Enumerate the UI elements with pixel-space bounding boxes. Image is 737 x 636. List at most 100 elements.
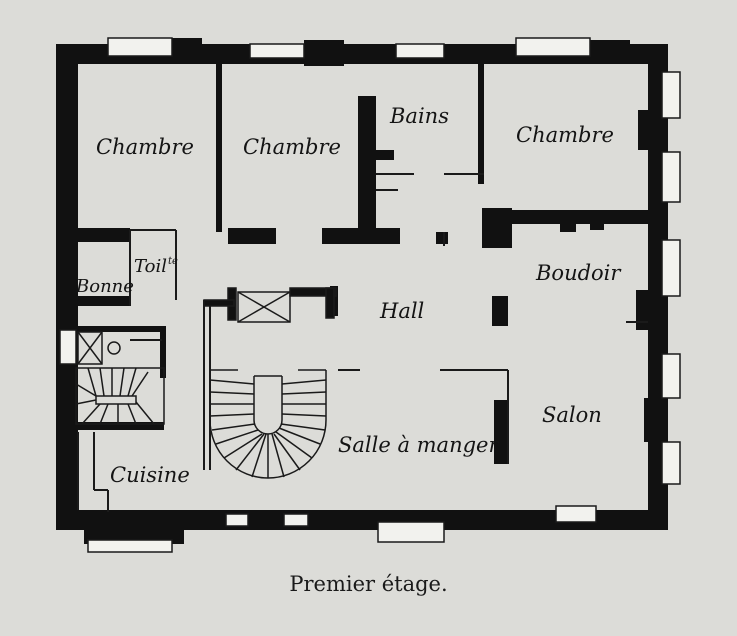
stair-step [127,403,137,425]
stair-step [271,433,285,478]
stair-step [75,383,97,397]
partition [216,64,222,232]
label-chambre-2: Chambre [243,135,341,159]
windows [59,37,681,553]
wall-pier [172,38,202,64]
main-staircase [203,287,337,479]
stair-top-cross [237,291,291,323]
label-salon: Salon [542,403,602,427]
partition [160,326,166,378]
partition [590,218,604,230]
service-fixtures [77,331,121,365]
stair-step [211,423,256,431]
partition [492,296,508,326]
wall-left [56,44,78,530]
wall-pier [590,40,630,64]
label-bonne: Bonne [75,276,134,297]
partition [322,228,400,244]
partition [478,64,484,184]
label-chambre-1: Chambre [96,135,194,159]
window [283,513,309,527]
label-boudoir: Boudoir [535,261,622,285]
stair-step [278,427,321,445]
stair-step [75,399,97,405]
partition [358,96,376,244]
stair-step [251,433,267,478]
window [395,43,445,59]
stair-step [280,423,326,431]
partition [374,150,394,160]
partition [560,218,576,232]
label-toilette-sup: te [168,256,178,267]
stair-step [99,403,109,425]
wc-cross [77,331,103,365]
window [661,239,681,297]
stair-wall [325,287,335,319]
wall-bottom [56,510,668,530]
plan-caption: Premier étage. [289,572,448,596]
partition [60,296,130,306]
window [249,43,305,59]
window [555,505,597,523]
window [661,441,681,485]
stair-inner-curve [253,376,283,435]
stair-landing [95,395,137,405]
stair-step [215,429,259,445]
label-bains: Bains [389,104,449,128]
wall-pier [304,40,344,66]
window [515,37,591,57]
wall-pier [644,398,668,442]
partition [512,210,648,224]
stair-step [281,379,327,385]
stair-step [275,431,313,459]
stair-step [235,433,265,471]
stair-step [223,433,263,459]
window [225,513,249,527]
stair-wall [203,299,235,307]
partition [494,400,508,464]
stair-top-box [237,291,291,323]
stair-outline [75,367,165,425]
partition [68,422,164,430]
interior-walls [60,64,648,464]
label-toilette: Toil [134,256,167,277]
label-salle-a-manger: Salle à manger [338,433,500,457]
stair-step [209,413,255,417]
partition [60,228,130,242]
window [661,71,681,119]
stair-step [99,367,105,397]
stair-step [209,379,255,385]
label-hall: Hall [379,299,424,323]
stair-step [131,371,149,397]
partition [482,208,512,248]
stair-step [281,391,327,395]
label-chambre-3: Chambre [516,123,614,147]
stair-step [273,433,301,471]
exterior-walls [56,38,668,544]
stair-step [87,367,97,397]
stair-step [119,367,125,397]
service-staircase [75,367,165,425]
partition [228,228,276,244]
wall-top [58,44,666,64]
window [377,521,445,543]
room-labels: Chambre Chambre Bains Chambre Toil te Bo… [75,104,622,487]
thin-lines [77,173,648,512]
stair-step [81,403,101,425]
window [59,329,77,365]
stair-wall [289,287,337,297]
partition [436,232,448,244]
basin [107,341,121,355]
stair-step [281,413,327,417]
partition [78,326,162,332]
stair-step [127,367,137,397]
window [107,37,173,57]
window [661,353,681,399]
stair-step [135,401,155,425]
label-cuisine: Cuisine [110,463,190,487]
window [87,539,173,553]
stair-step [209,391,255,395]
wc-box [77,331,103,365]
window [661,151,681,203]
